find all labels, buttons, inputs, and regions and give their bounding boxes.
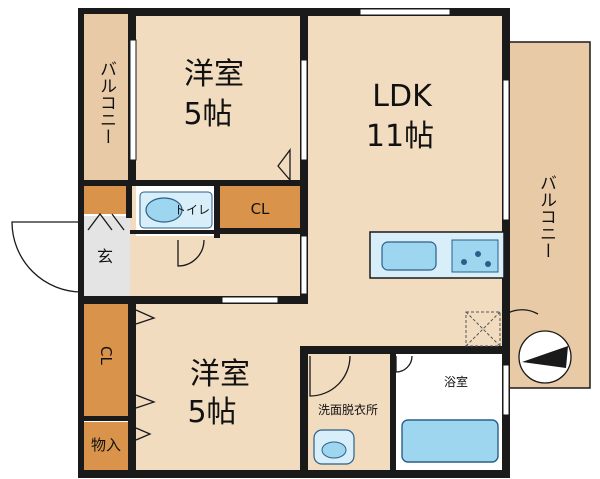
- labels: 洋室 5帖 LDK 11帖 洋室 5帖 バルコニー バルコニー トイレ CL C…: [91, 57, 556, 454]
- entrance-label: 玄: [97, 247, 113, 266]
- front-door-swing: [11, 221, 83, 293]
- storage-label: 物入: [91, 436, 121, 454]
- windows: [129, 8, 510, 416]
- burner-icon: [461, 259, 467, 265]
- closet-left-label: CL: [97, 346, 115, 365]
- kitchen-sink-icon: [381, 241, 437, 271]
- closet-top-floor: [220, 184, 300, 230]
- bathroom-label: 浴室: [444, 374, 468, 389]
- balcony-right-floor: [505, 41, 591, 389]
- ldk-size: 11帖: [366, 119, 434, 154]
- balcony-left-floor: [82, 12, 136, 182]
- storage-floor: [84, 422, 128, 470]
- ldk-side-door-swing: [505, 282, 539, 316]
- balcony-right-label: バルコニー: [536, 174, 556, 259]
- toilet-bowl-icon: [145, 197, 183, 223]
- burner-icon: [485, 261, 491, 267]
- shoe-cabinet-doors: [87, 212, 125, 231]
- entrance-floor: [82, 216, 130, 298]
- western-top-floor: [136, 12, 304, 184]
- doors: [11, 148, 539, 441]
- burner-icon: [475, 251, 481, 257]
- closet-left-floor: [84, 304, 128, 416]
- refrigerator-space: [465, 311, 501, 347]
- closet-left-doors: [135, 309, 156, 409]
- western-bottom-size: 5帖: [187, 395, 236, 430]
- ldk-name: LDK: [372, 79, 433, 114]
- western-bottom-name: 洋室: [190, 357, 250, 392]
- western-top-name: 洋室: [184, 57, 244, 92]
- bathtub-icon: [401, 419, 499, 463]
- washroom-door-swing: [309, 355, 351, 397]
- compass-needle: [522, 346, 568, 368]
- western-top-size: 5帖: [183, 97, 232, 132]
- toilet-label: トイレ: [174, 203, 210, 217]
- balcony-left-label: バルコニー: [96, 60, 116, 145]
- toilet-door-swing: [177, 239, 205, 267]
- western-bottom-floor: [136, 300, 304, 472]
- stove-icon: [451, 239, 499, 273]
- small-cabinet-floor: [82, 186, 130, 214]
- ldk-floor: [304, 12, 506, 350]
- washbasin-bowl-icon: [321, 441, 347, 459]
- closet-top-door: [277, 148, 291, 182]
- fixtures: [139, 191, 572, 465]
- washroom-label: 洗面脱衣所: [318, 402, 378, 417]
- storage-door: [135, 427, 152, 441]
- closet-top-label: CL: [251, 200, 270, 218]
- bath-door: [395, 355, 413, 373]
